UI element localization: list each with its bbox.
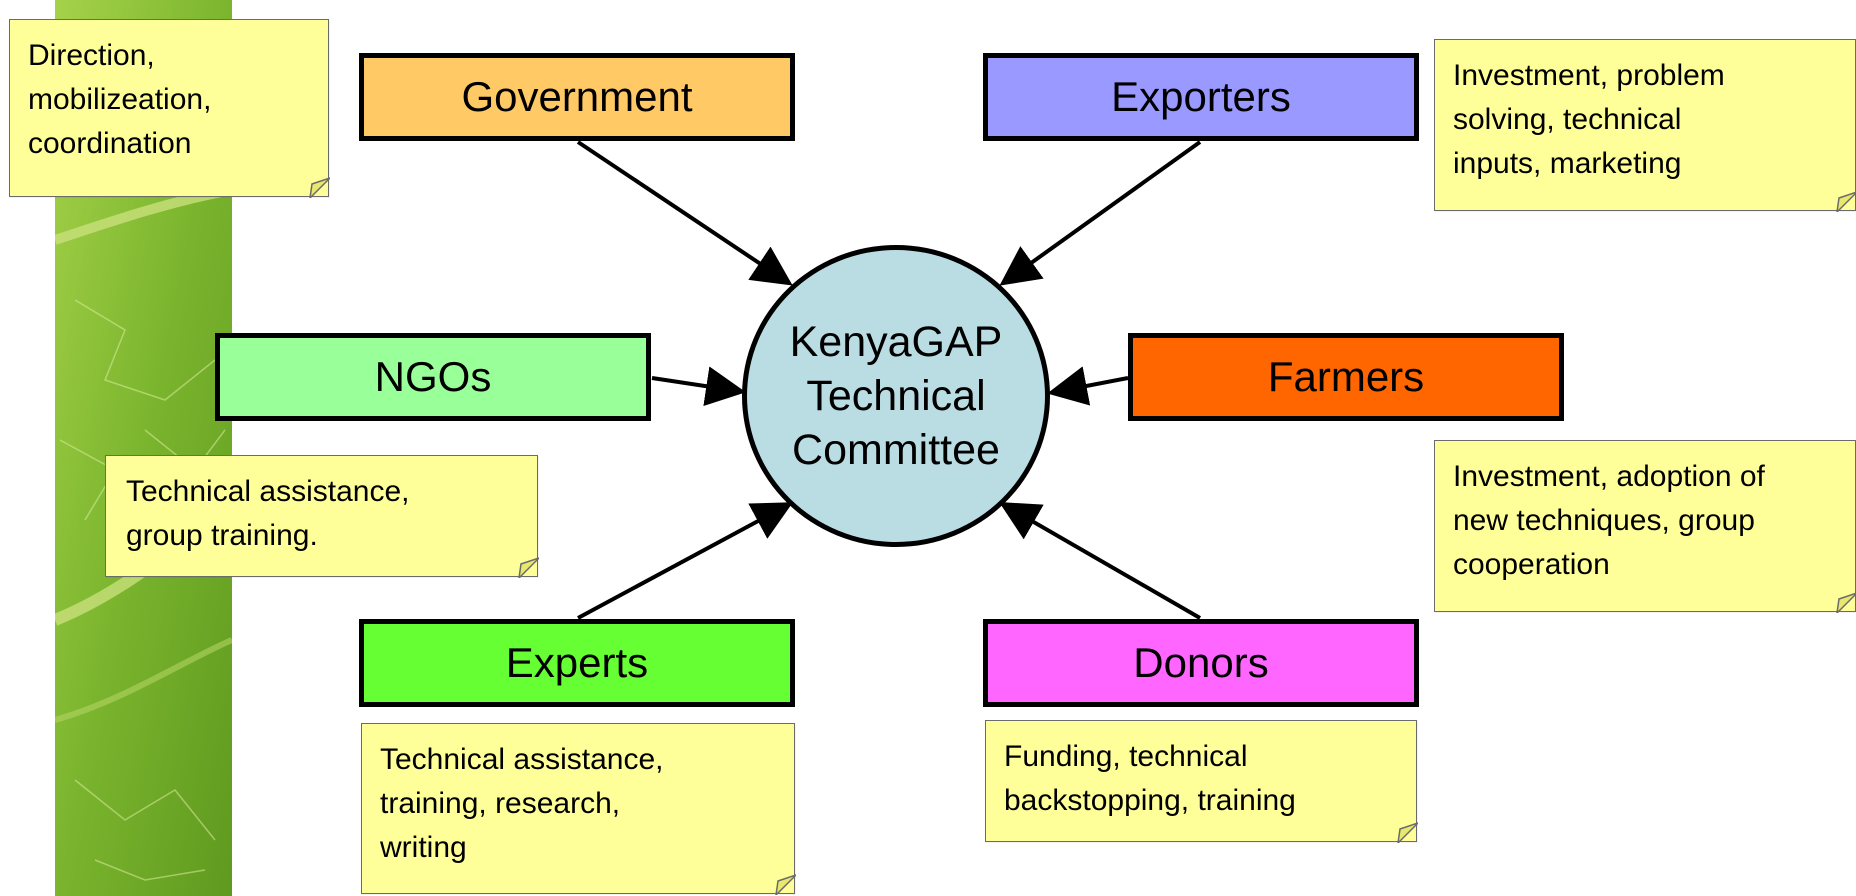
government-box: Government xyxy=(359,53,795,141)
note-line: writing xyxy=(380,831,467,864)
note-line: mobilizeation, xyxy=(28,83,212,116)
note-line: Investment, adoption of xyxy=(1453,460,1765,493)
donors-box: Donors xyxy=(983,619,1419,707)
arrow-experts xyxy=(577,502,794,620)
page-fold-icon xyxy=(775,874,796,895)
page-fold-icon xyxy=(1397,822,1418,843)
arrow-donors xyxy=(999,502,1201,620)
note-line: Direction, xyxy=(28,39,155,72)
note-line: Technical assistance, xyxy=(380,743,664,776)
arrow-farmers xyxy=(1047,366,1129,406)
note-line: cooperation xyxy=(1453,548,1610,581)
experts-note: Technical assistance, training, research… xyxy=(361,723,796,895)
page-fold-icon xyxy=(309,177,330,198)
note-line: Investment, problem xyxy=(1453,59,1725,92)
center-line-1: KenyaGAP xyxy=(789,318,1003,366)
farmers-box: Farmers xyxy=(1128,333,1564,421)
note-line: coordination xyxy=(28,127,192,160)
experts-label: Experts xyxy=(505,639,649,686)
exporters-box: Exporters xyxy=(983,53,1419,141)
farmers-label: Farmers xyxy=(1267,353,1425,400)
arrow-exporters xyxy=(999,140,1202,286)
page-fold-icon xyxy=(1836,592,1856,613)
note-line: backstopping, training xyxy=(1004,784,1296,817)
note-line: Funding, technical xyxy=(1004,740,1248,773)
farmers-note: Investment, adoption of new techniques, … xyxy=(1434,440,1856,613)
ngos-note: Technical assistance, group training. xyxy=(105,455,539,578)
government-label: Government xyxy=(461,73,693,120)
donors-note: Funding, technical backstopping, trainin… xyxy=(985,720,1418,843)
exporters-label: Exporters xyxy=(1111,73,1291,120)
page-fold-icon xyxy=(518,557,539,578)
government-note: Direction, mobilizeation, coordination xyxy=(9,19,330,198)
exporters-note: Investment, problem solving, technical i… xyxy=(1434,39,1856,212)
note-line: group training. xyxy=(126,519,318,552)
note-line: new techniques, group xyxy=(1453,504,1755,537)
arrow-ngos xyxy=(651,366,746,406)
note-line: inputs, marketing xyxy=(1453,147,1682,180)
center-line-3: Committee xyxy=(792,426,1000,474)
note-line: solving, technical xyxy=(1453,103,1682,136)
ngos-box: NGOs xyxy=(215,333,651,421)
center-line-2: Technical xyxy=(806,372,986,420)
note-line: training, research, xyxy=(380,787,621,820)
arrow-government xyxy=(576,140,793,286)
donors-label: Donors xyxy=(1133,639,1269,686)
kenyagap-committee-node: KenyaGAP Technical Committee xyxy=(742,245,1050,547)
page-fold-icon xyxy=(1836,191,1856,212)
note-line: Technical assistance, xyxy=(126,475,410,508)
ngos-label: NGOs xyxy=(374,353,492,400)
experts-box: Experts xyxy=(359,619,795,707)
